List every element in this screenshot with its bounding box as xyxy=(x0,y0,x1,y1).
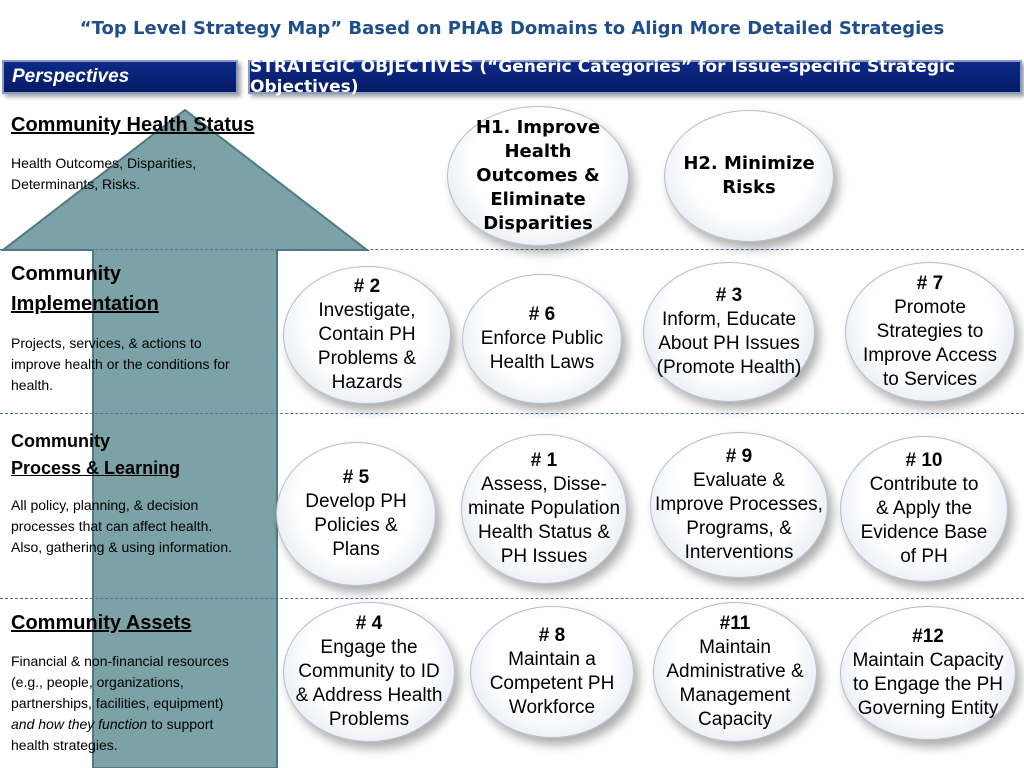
section-desc-process-learning: All policy, planning, & decision process… xyxy=(11,497,233,555)
perspectives-header-label: Perspectives xyxy=(12,66,130,87)
section-desc-health-status: Health Outcomes, Disparities, Determinan… xyxy=(11,155,197,192)
section-title-process-learning: Community Process & Learning xyxy=(11,431,181,478)
section-desc-implementation: Projects, services, & actions to improve… xyxy=(11,335,230,393)
perspectives-header: Perspectives xyxy=(2,60,238,94)
up-arrow-shape xyxy=(0,108,370,768)
band-divider xyxy=(0,249,1024,250)
strategic-objectives-header-label: STRATEGIC OBJECTIVES (“Generic Categorie… xyxy=(250,57,955,97)
section-title-assets: Community Assets xyxy=(11,612,192,634)
strategic-objectives-header: STRATEGIC OBJECTIVES (“Generic Categorie… xyxy=(248,57,1022,97)
section-title-health-status: Community Health Status xyxy=(11,114,255,136)
section-desc-assets: Financial & non-financial resources (e.g… xyxy=(11,653,229,753)
band-divider xyxy=(0,413,1024,414)
band-divider xyxy=(0,598,1024,599)
section-title-implementation: Community Implementation xyxy=(11,263,159,315)
page-title: “Top Level Strategy Map” Based on PHAB D… xyxy=(79,18,945,39)
